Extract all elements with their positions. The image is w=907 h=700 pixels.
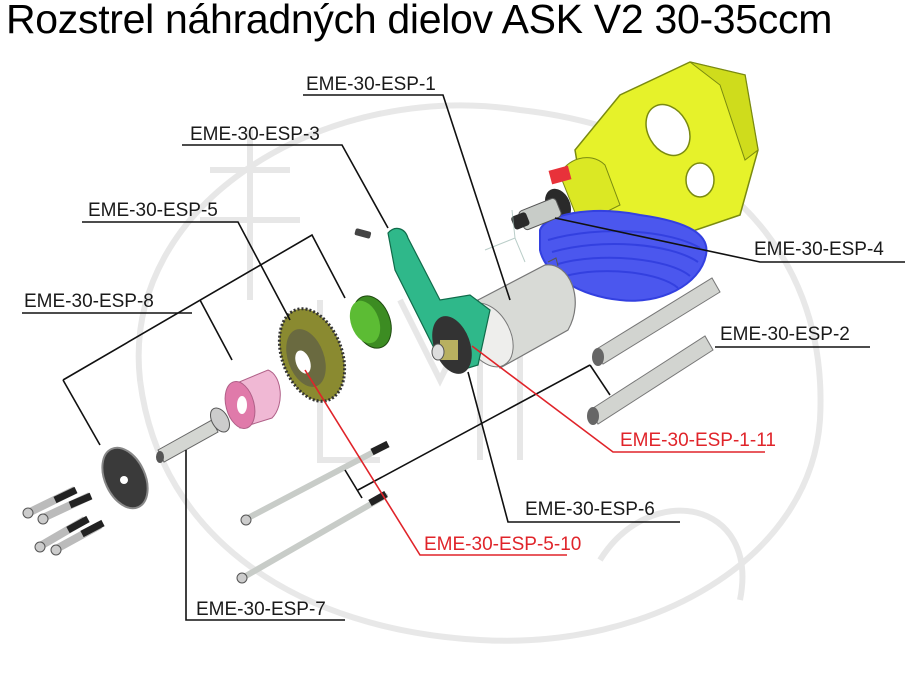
long-bolts: [236, 440, 390, 584]
label-eme-30-esp-5-10: EME-30-ESP-5-10: [424, 534, 582, 555]
one-way-bearing: [224, 369, 281, 429]
short-bolts: [22, 486, 105, 556]
label-eme-30-esp-8: EME-30-ESP-8: [24, 291, 154, 312]
leader-lines-red: [304, 345, 765, 556]
label-eme-30-esp-7: EME-30-ESP-7: [196, 599, 326, 620]
cylinder: [539, 209, 708, 302]
label-eme-30-esp-6: EME-30-ESP-6: [525, 499, 655, 520]
label-eme-30-esp-2: EME-30-ESP-2: [720, 324, 850, 345]
output-shaft: [511, 197, 562, 231]
spacer-ring: [349, 295, 392, 349]
axis-indicator: [484, 209, 526, 263]
standoff-tubes: [587, 277, 721, 425]
label-eme-30-esp-5: EME-30-ESP-5: [88, 200, 218, 221]
leader-lines: [22, 94, 905, 621]
end-plate: [101, 446, 149, 510]
ring-gear: [277, 307, 347, 403]
label-eme-30-esp-3: EME-30-ESP-3: [190, 124, 320, 145]
label-eme-30-esp-4: EME-30-ESP-4: [754, 239, 884, 260]
starter-bracket: [387, 227, 491, 374]
small-screw: [354, 228, 372, 239]
shaft: [156, 407, 230, 463]
label-eme-30-esp-1: EME-30-ESP-1: [306, 74, 436, 95]
diagram-title: Rozstrel náhradných dielov ASK V2 30-35c…: [6, 0, 833, 42]
label-eme-30-esp-1-11: EME-30-ESP-1-11: [620, 430, 776, 451]
engine-housing: [544, 61, 759, 233]
